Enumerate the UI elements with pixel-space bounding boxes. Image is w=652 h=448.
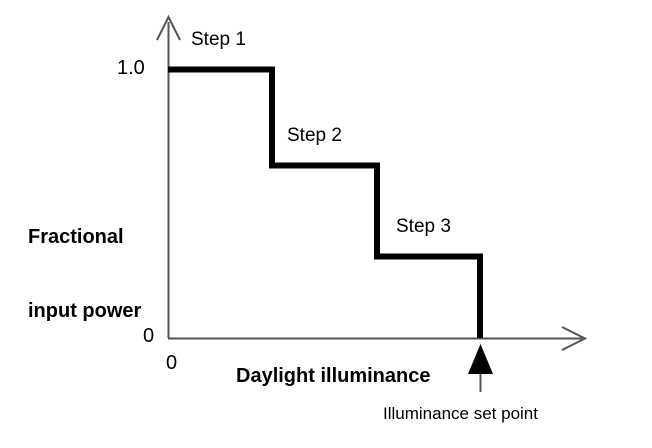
x-tick-label-origin: 0 (166, 352, 178, 374)
x-axis-arrowhead-icon (561, 326, 588, 351)
y-axis-title: Fractional input power (28, 175, 141, 373)
y-axis-title-line1: Fractional (28, 225, 124, 248)
step-1-label: Step 1 (191, 29, 246, 50)
set-point-arrow-icon (468, 344, 493, 374)
step-2-label: Step 2 (287, 125, 342, 146)
x-axis-title: Daylight illuminance (236, 365, 431, 387)
step-function-trace (168, 66, 483, 338)
set-point-label: Illuminance set point (383, 404, 538, 423)
y-axis-title-line2: input power (28, 299, 142, 322)
y-tick-label-bottom: 0 (143, 325, 155, 347)
y-tick-label-top: 1.0 (117, 57, 145, 79)
step-3-label: Step 3 (396, 216, 451, 237)
y-axis-arrowhead-icon (156, 14, 181, 41)
